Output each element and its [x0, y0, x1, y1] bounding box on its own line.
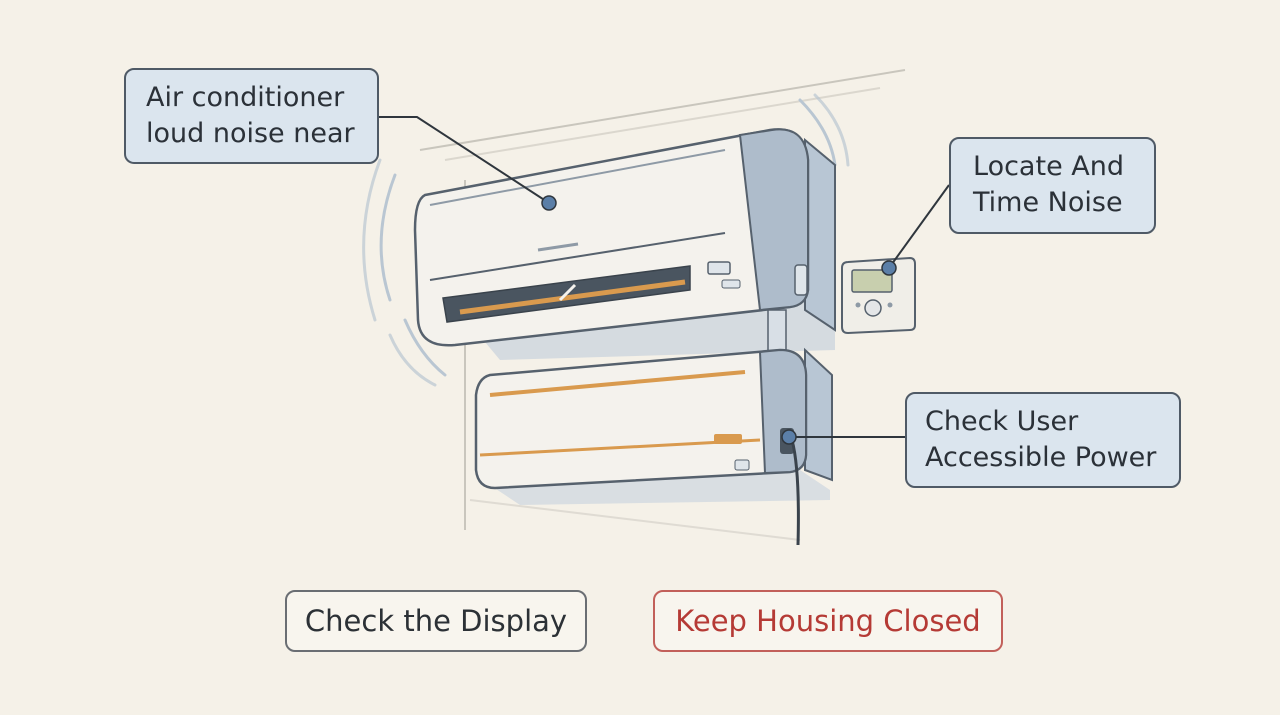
locate-callout-line1: Locate And: [973, 151, 1124, 182]
power-callout-line2: Accessible Power: [925, 442, 1157, 473]
thermostat-icon: [841, 256, 916, 335]
noise-callout: Air conditioner loud noise near: [124, 68, 379, 164]
locate-callout-line2: Time Noise: [973, 187, 1123, 218]
air-conditioner-lower-unit: [474, 347, 833, 505]
keep-housing-closed-button[interactable]: Keep Housing Closed: [653, 590, 1003, 652]
vibration-lines-icon: [362, 93, 850, 387]
locate-callout: Locate And Time Noise: [949, 137, 1156, 234]
check-display-button[interactable]: Check the Display: [285, 590, 587, 652]
leader-lines: [378, 116, 950, 438]
power-callout: Check User Accessible Power: [905, 392, 1181, 488]
noise-callout-line1: Air conditioner: [146, 82, 345, 113]
air-conditioner-upper-unit: [413, 128, 836, 360]
noise-callout-line2: loud noise near: [146, 118, 355, 149]
leader-dots: [541, 195, 897, 445]
power-cable-icon: [790, 439, 800, 546]
power-callout-line1: Check User: [925, 406, 1079, 437]
